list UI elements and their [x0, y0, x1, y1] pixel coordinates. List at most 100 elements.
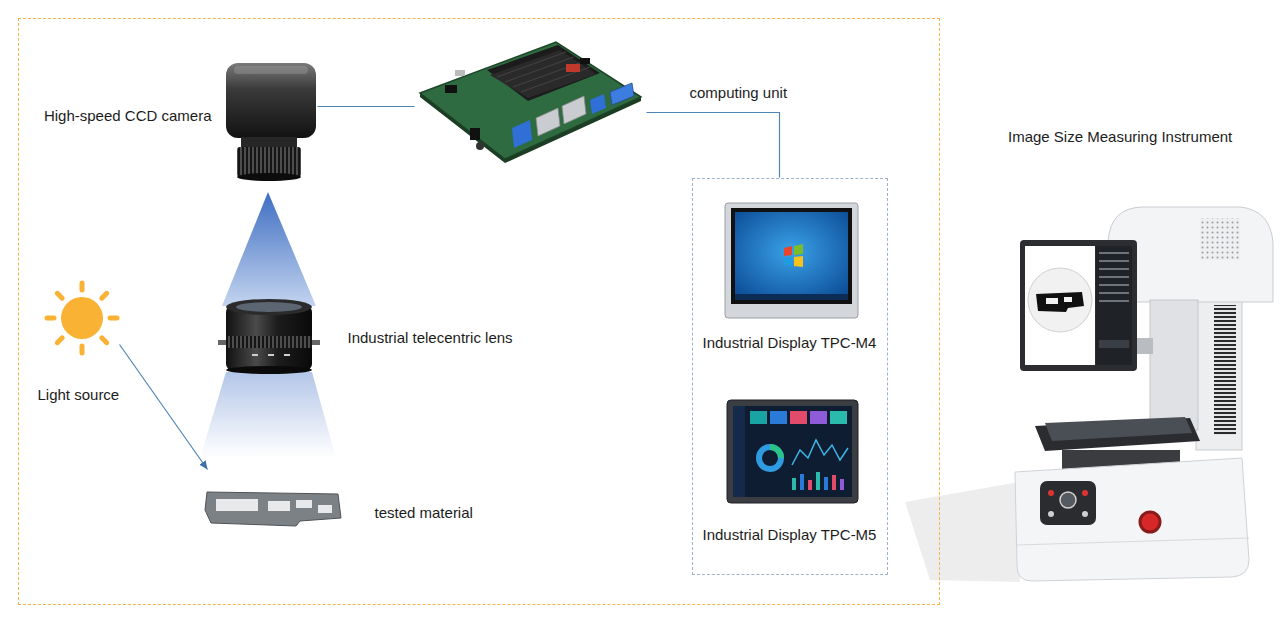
component-label: tested material	[375, 504, 473, 522]
instrument-component: Image Size Measuring Instrument	[900, 125, 1278, 585]
lens-drawing	[268, 354, 274, 356]
sun-symbol	[102, 338, 107, 343]
pcb-board	[487, 45, 600, 101]
measuring-instrument	[1140, 512, 1160, 532]
display-m5	[800, 474, 804, 490]
component-label: High-speed CCD camera	[44, 107, 212, 125]
display-component: Industrial Display TPC-M4	[712, 198, 868, 356]
sun-symbol	[110, 316, 117, 321]
system-boundary: High-speed CCD camera computing unitIndus…	[18, 18, 940, 605]
pcb-board	[455, 70, 465, 76]
ccd-camera-drawing	[234, 66, 308, 74]
measuring-instrument	[1045, 417, 1192, 441]
pcb-board	[420, 93, 505, 163]
measuring-instrument	[1020, 240, 1137, 371]
light-source: Light source	[45, 283, 120, 355]
display-m4	[794, 244, 803, 255]
display-m5	[770, 411, 787, 424]
lens-drawing	[236, 302, 302, 312]
lens-drawing	[218, 299, 320, 374]
light-cone	[222, 192, 316, 306]
measuring-instrument	[1046, 298, 1058, 304]
measuring-instrument	[1099, 292, 1129, 294]
measuring-instrument	[1040, 481, 1096, 525]
display-m4	[731, 208, 852, 304]
material-part	[296, 500, 312, 508]
display-m4	[725, 203, 858, 318]
measuring-instrument	[1028, 268, 1092, 332]
connector-line	[120, 345, 208, 470]
measuring-instrument	[1060, 492, 1076, 508]
display-m4	[784, 246, 792, 256]
measuring-instrument	[1082, 490, 1088, 496]
measuring-instrument	[905, 482, 1020, 582]
pcb-board	[470, 128, 480, 140]
sun-symbol	[47, 316, 54, 321]
material-component: tested material	[200, 470, 348, 530]
pcb-board	[610, 83, 634, 105]
display-m4	[725, 203, 858, 318]
display-m4	[784, 257, 792, 266]
display-m5	[790, 411, 807, 424]
display-m5	[733, 406, 745, 497]
component-label: Industrial telecentric lens	[348, 329, 513, 347]
sun-symbol	[57, 293, 62, 298]
material-part	[318, 505, 332, 513]
light-cone	[200, 192, 336, 458]
material-part	[268, 501, 290, 511]
pcb-board	[566, 64, 580, 72]
material-part	[205, 492, 341, 526]
measuring-instrument	[1035, 418, 1200, 451]
measuring-instrument	[1214, 305, 1236, 435]
measuring-instrument	[1099, 252, 1129, 254]
component-label: Industrial Display TPC-M4	[692, 334, 888, 352]
sun-symbol	[80, 346, 85, 353]
pcb-board	[536, 108, 560, 136]
ccd-camera-drawing	[237, 147, 301, 177]
measuring-instrument	[1099, 276, 1129, 278]
measuring-instrument	[1048, 511, 1054, 517]
measuring-instrument	[1096, 246, 1132, 365]
component-label: Image Size Measuring Instrument	[1008, 128, 1232, 146]
display-m5	[810, 411, 827, 424]
pcb-board	[476, 142, 484, 150]
material-part	[205, 492, 341, 526]
sun-symbol	[57, 338, 62, 343]
display-m5	[770, 447, 781, 458]
display-m5	[727, 400, 858, 503]
measuring-instrument	[1099, 340, 1129, 348]
display-m5	[830, 411, 847, 424]
measuring-instrument	[1099, 284, 1129, 286]
display-m5	[808, 480, 812, 490]
display-m5	[840, 479, 844, 490]
connector-line	[647, 113, 780, 178]
material-part	[216, 499, 258, 511]
component-label: Industrial Display TPC-M5	[692, 526, 888, 544]
measuring-instrument	[1017, 538, 1249, 545]
display-m4	[735, 212, 848, 300]
measuring-instrument	[1196, 290, 1242, 450]
light-cone	[200, 372, 336, 458]
computing-unit: computing unit	[415, 38, 647, 162]
pcb-board	[505, 57, 574, 82]
lens-component: Industrial telecentric lens	[222, 298, 316, 374]
pcb-board	[420, 42, 641, 159]
ccd-camera-drawing	[237, 173, 301, 181]
pcb-board	[497, 52, 566, 77]
pcb-board	[580, 58, 590, 64]
measuring-instrument	[1099, 268, 1129, 270]
pcb-board	[490, 50, 596, 98]
ccd-camera-drawing	[226, 63, 316, 138]
display-m5	[733, 406, 852, 497]
component-label: computing unit	[690, 84, 788, 102]
sun-symbol	[61, 297, 103, 339]
pcb-board	[420, 42, 641, 163]
lens-drawing	[226, 306, 312, 370]
display-m5	[816, 472, 820, 490]
measuring-instrument	[1150, 300, 1198, 430]
lens-drawing	[226, 336, 312, 348]
ccd-camera-drawing	[241, 137, 297, 148]
